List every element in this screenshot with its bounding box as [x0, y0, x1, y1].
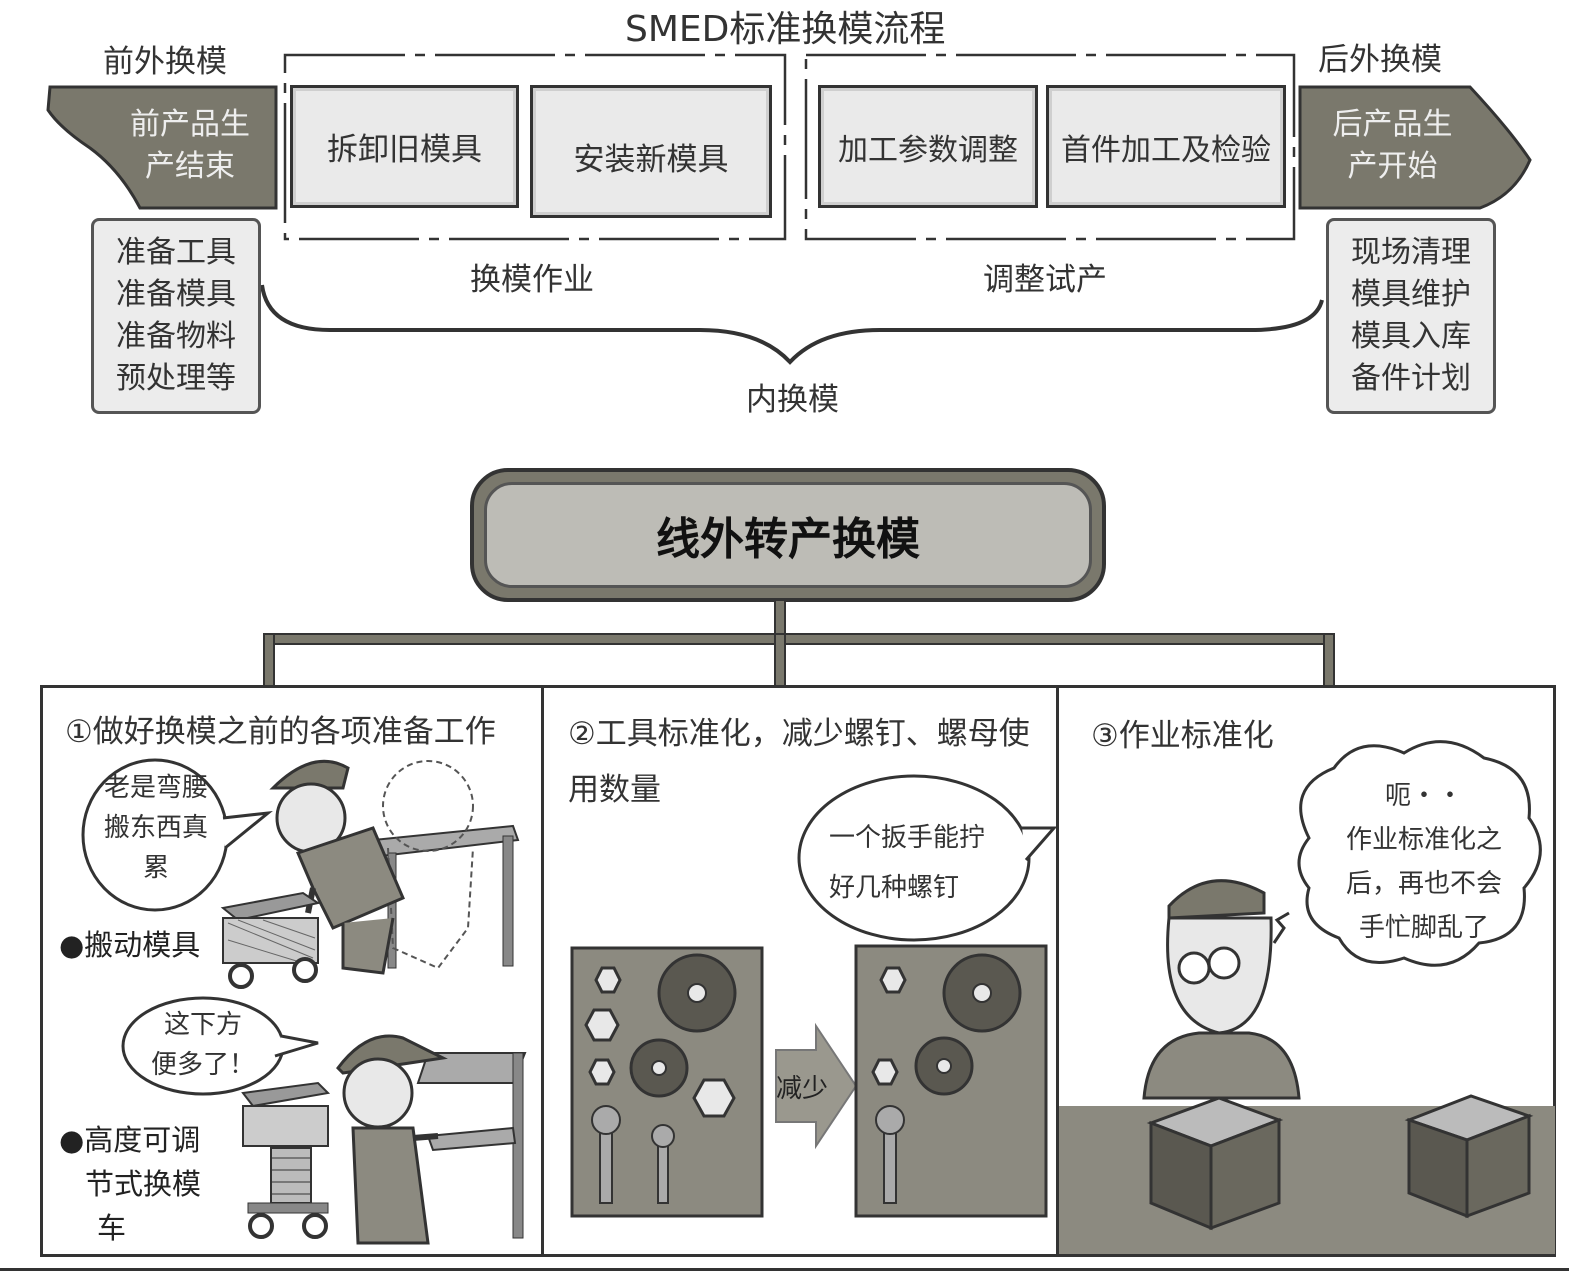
- post-start-shape: [1298, 85, 1532, 210]
- post-external-label: 后外换模: [1318, 42, 1442, 78]
- panel1-illustration: [81, 758, 527, 1245]
- post-start-line2: 产开始: [1347, 149, 1438, 184]
- pre-note-3: 准备物料: [116, 319, 236, 354]
- offline-connectors: [263, 600, 1335, 687]
- post-note-4: 备件计划: [1351, 361, 1471, 396]
- post-note-2: 模具维护: [1351, 277, 1471, 312]
- wrench-icon-after: [875, 1105, 905, 1204]
- panel2-title-line2: 用数量: [568, 772, 661, 808]
- mold-cart-1: [220, 891, 321, 989]
- bullet2-line1: ●高度可调: [59, 1123, 201, 1157]
- panel-tool-standardization: ②工具标准化，减少螺钉、螺母使 用数量: [541, 685, 1059, 1257]
- rubiks-cube-2: [1404, 1094, 1534, 1219]
- bubble4-line2: 作业标准化之: [1345, 825, 1502, 855]
- bubble4-line1: 呃・・: [1384, 781, 1463, 811]
- pre-note-2: 准备模具: [116, 277, 236, 312]
- pre-end-line2: 产结束: [145, 149, 235, 184]
- bubble2-line1: 这下方: [163, 1010, 242, 1040]
- bullet-move-mold: ●搬动模具: [59, 928, 201, 962]
- pre-note-1: 准备工具: [116, 235, 236, 270]
- reduce-label: 减少: [776, 1074, 829, 1104]
- worker-standing: [336, 1034, 448, 1245]
- gear-icons-before: [629, 953, 737, 1098]
- panel2-title-line1: ②工具标准化，减少螺钉、螺母使: [568, 716, 1030, 752]
- mold-cart-2: [241, 1081, 331, 1239]
- bubble4-text: 呃・・ 作业标准化之 后，再也不会 手忙脚乱了: [1334, 774, 1514, 950]
- bottom-rule: [0, 1268, 1569, 1271]
- ghost-worker: [382, 760, 474, 970]
- step-install-new-die: 安装新模具: [530, 85, 772, 218]
- panel-preparation: ①做好换模之前的各项准备工作: [40, 685, 544, 1257]
- workbench-2: [416, 1052, 527, 1239]
- bubble4-line3: 后，再也不会: [1345, 869, 1502, 899]
- bullet2-line2: 节式换模: [85, 1167, 202, 1201]
- flow-graphics: [46, 53, 1532, 365]
- rubiks-cube-1: [1146, 1096, 1284, 1231]
- worker-thinking: [1142, 879, 1301, 1100]
- bubble1-line3: 累: [142, 853, 169, 883]
- internal-label: 内换模: [746, 382, 839, 418]
- gear-icons-after: [914, 953, 1022, 1096]
- bubble1-line1: 老是弯腰: [103, 773, 208, 803]
- pre-end-line1: 前产品生: [130, 107, 250, 142]
- post-start-text: 后产品生 产开始: [1310, 104, 1475, 188]
- nut-icons-after: [871, 966, 907, 1086]
- post-start-line1: 后产品生: [1332, 107, 1453, 142]
- bubble4-line4: 手忙脚乱了: [1358, 913, 1489, 943]
- step-first-piece-inspection: 首件加工及检验: [1046, 85, 1286, 208]
- panel-work-standardization: ③作业标准化 呃・・ 作业标准化之 后，再也不会 手忙脚: [1056, 685, 1556, 1257]
- panel3-title: ③作业标准化: [1091, 718, 1274, 754]
- reduce-arrow: [775, 1022, 858, 1150]
- thought-bubble: [1297, 740, 1542, 967]
- internal-brace: [260, 284, 1324, 365]
- changeover-label: 换模作业: [470, 262, 594, 298]
- worker-bending: [269, 759, 405, 975]
- changeover-group-frame: [283, 53, 787, 241]
- nut-icons-before: [584, 966, 736, 1118]
- adjust-label: 调整试产: [983, 262, 1107, 298]
- post-note-3: 模具入库: [1351, 319, 1471, 354]
- wrench-icons-before: [591, 1105, 675, 1204]
- offline-title: 线外转产换模: [656, 514, 920, 565]
- pre-external-label: 前外换模: [103, 44, 227, 80]
- panel3-illustration: [1059, 740, 1555, 1254]
- post-note-1: 现场清理: [1351, 235, 1471, 270]
- bubble1-text: 老是弯腰 搬东西真 累: [91, 768, 221, 888]
- bubble3-line1: 一个扳手能拧: [829, 823, 986, 853]
- bubble2-text: 这下方 便多了！: [138, 1005, 268, 1085]
- adjust-group-frame: [804, 53, 1296, 241]
- step-adjust-parameters: 加工参数调整: [818, 85, 1038, 208]
- pre-end-text: 前产品生 产结束: [110, 104, 270, 188]
- step-remove-old-die: 拆卸旧模具: [290, 85, 519, 208]
- bubble1-line2: 搬东西真: [103, 813, 208, 843]
- panel2-title: ②工具标准化，减少螺钉、螺母使 用数量: [568, 706, 1030, 818]
- pre-end-shape: [46, 85, 278, 210]
- pre-note-4: 预处理等: [116, 361, 236, 396]
- post-notes-box: 现场清理 模具维护 模具入库 备件计划: [1326, 218, 1496, 414]
- bubble2-line2: 便多了！: [150, 1050, 255, 1080]
- bubble3-line2: 好几种螺钉: [829, 873, 960, 903]
- panel2-illustration: [570, 774, 1058, 1218]
- bullet-adjustable-cart: ●高度可调 节式换模 车: [59, 1118, 201, 1250]
- pre-notes-box: 准备工具 准备模具 准备物料 预处理等: [91, 218, 261, 414]
- diagram-title: SMED标准换模流程: [625, 9, 946, 50]
- panel1-title: ①做好换模之前的各项准备工作: [65, 714, 496, 750]
- bullet2-line3: 车: [97, 1211, 127, 1245]
- bubble3-text: 一个扳手能拧 好几种螺钉: [829, 813, 1009, 913]
- offline-title-box: 线外转产换模: [470, 468, 1106, 602]
